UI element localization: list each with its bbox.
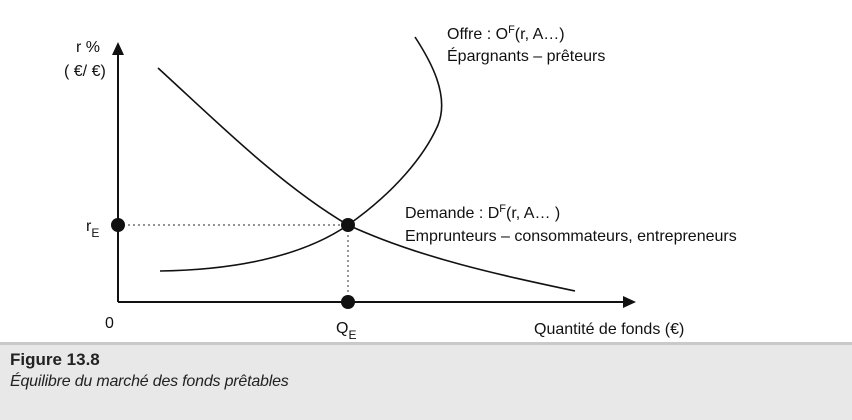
equilibrium-rate-label: rE	[86, 218, 99, 240]
supply-label: Offre : OF(r, A…)	[447, 24, 565, 43]
figure-caption: Figure 13.8 Équilibre du marché des fond…	[0, 342, 852, 420]
demand-label: Demande : DF(r, A… )	[405, 203, 560, 222]
demand-curve	[157, 67, 576, 292]
y-axis-label-line1: r %	[76, 39, 100, 56]
x-axis-label: Quantité de fonds (€)	[534, 321, 684, 338]
caption-title: Figure 13.8	[10, 350, 100, 369]
demand-description: Emprunteurs – consommateurs, entrepreneu…	[405, 228, 737, 245]
rate-axis-point	[111, 218, 125, 232]
quantity-axis-point	[341, 295, 355, 309]
equilibrium-point	[341, 218, 355, 232]
supply-description: Épargnants – prêteurs	[447, 46, 605, 65]
origin-label: 0	[105, 315, 114, 332]
x-axis-arrow	[623, 296, 636, 308]
y-axis-label-line2: ( €/ €)	[64, 63, 106, 80]
equilibrium-quantity-label: QE	[336, 320, 356, 342]
supply-curve	[159, 36, 443, 272]
y-axis-arrow	[112, 42, 124, 55]
caption-text: Équilibre du marché des fonds prêtables	[10, 373, 289, 390]
loanable-funds-diagram: r % ( €/ €) 0 Quantité de fonds (€) rE Q…	[64, 24, 737, 342]
